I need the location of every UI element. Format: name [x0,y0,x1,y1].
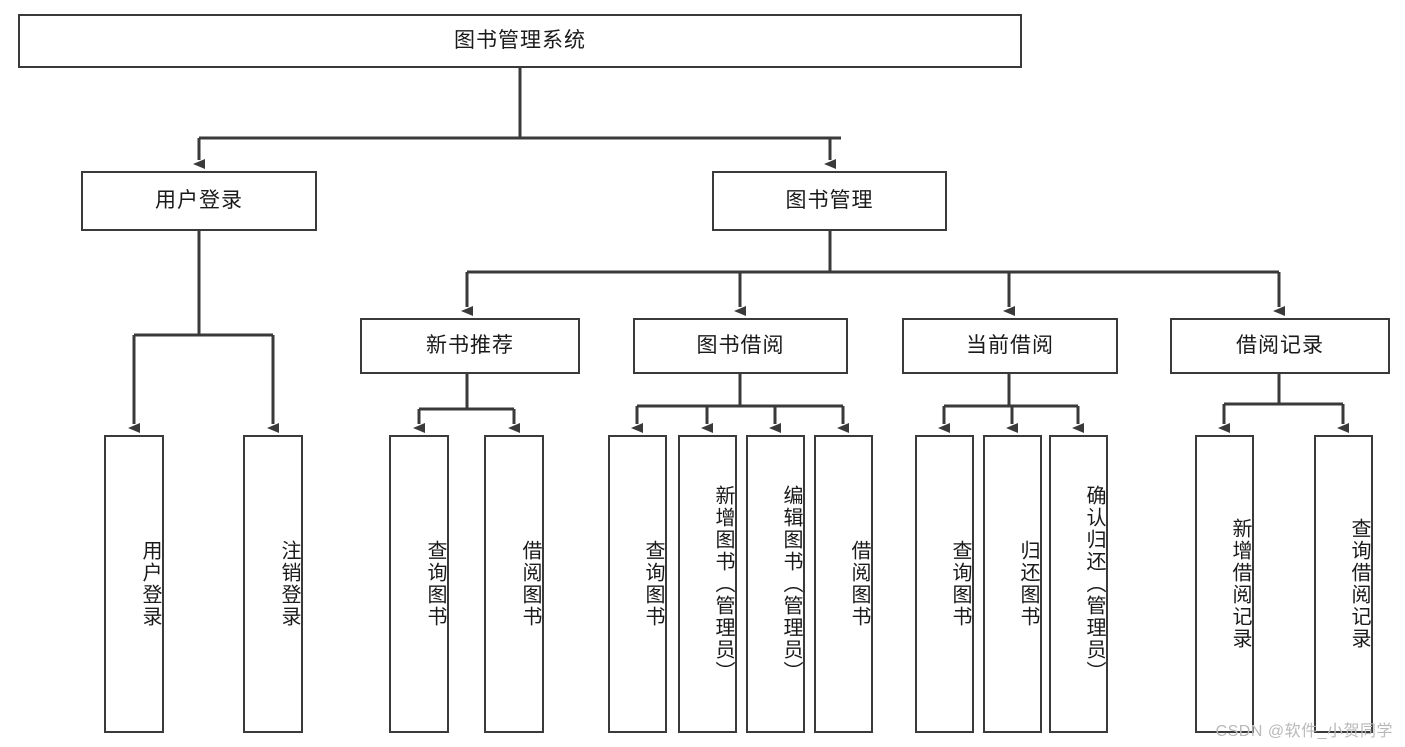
node-user-login[interactable]: 用户登录 [81,171,317,231]
node-borrow-record[interactable]: 借阅记录 [1170,318,1390,374]
node-label: 查询借阅记录 [1348,518,1370,650]
node-label: 新增图书（管理员） [712,485,734,683]
node-leaf-confirm-return-admin[interactable]: 确认归还（管理员） [1049,435,1108,733]
node-label: 查询图书 [424,540,446,628]
node-current-borrow[interactable]: 当前借阅 [902,318,1118,374]
node-label: 新增借阅记录 [1229,518,1251,650]
node-leaf-query-book-current[interactable]: 查询图书 [915,435,974,733]
node-label: 编辑图书（管理员） [780,485,802,683]
node-leaf-add-borrow-record[interactable]: 新增借阅记录 [1195,435,1254,733]
node-book-borrow[interactable]: 图书借阅 [633,318,848,374]
node-leaf-add-book-admin[interactable]: 新增图书（管理员） [678,435,737,733]
watermark: CSDN @软件_小贺同学 [1215,723,1393,740]
node-label: 查询图书 [642,540,664,628]
node-book-manage[interactable]: 图书管理 [712,171,947,231]
node-label: 图书管理系统 [454,29,586,53]
node-leaf-query-book-borrow[interactable]: 查询图书 [608,435,667,733]
node-label: 借阅记录 [1236,334,1324,358]
node-leaf-borrow-book[interactable]: 借阅图书 [814,435,873,733]
node-leaf-edit-book-admin[interactable]: 编辑图书（管理员） [746,435,805,733]
node-leaf-query-borrow-record[interactable]: 查询借阅记录 [1314,435,1373,733]
node-label: 借阅图书 [848,540,870,628]
node-label: 用户登录 [155,189,243,213]
node-leaf-user-login[interactable]: 用户登录 [104,435,164,733]
node-leaf-borrow-book-recommend[interactable]: 借阅图书 [484,435,544,733]
node-new-book-recommend[interactable]: 新书推荐 [360,318,580,374]
node-label: 图书管理 [785,189,874,213]
node-label: 确认归还（管理员） [1083,485,1105,683]
node-root-system[interactable]: 图书管理系统 [18,14,1022,68]
node-label: 注销登录 [278,540,300,628]
node-label: 归还图书 [1017,540,1039,628]
node-label: 查询图书 [949,540,971,628]
node-leaf-logout[interactable]: 注销登录 [243,435,303,733]
node-label: 图书借阅 [696,334,785,358]
node-label: 用户登录 [139,540,161,628]
node-label: 借阅图书 [519,540,541,628]
node-leaf-query-book-recommend[interactable]: 查询图书 [389,435,449,733]
node-label: 当前借阅 [966,334,1054,358]
node-label: 新书推荐 [426,334,514,358]
node-leaf-return-book[interactable]: 归还图书 [983,435,1042,733]
